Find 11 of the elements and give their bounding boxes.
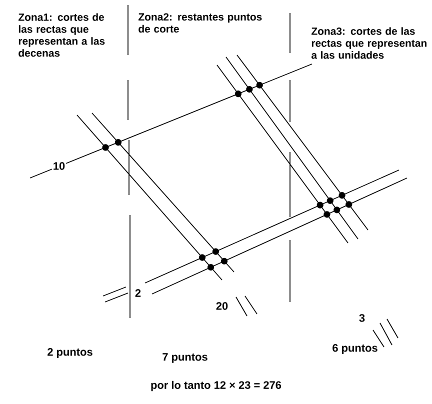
count-label: 7 puntos xyxy=(161,352,209,364)
number-label: 2 xyxy=(134,288,142,298)
result-text: por lo tanto 12 × 23 = 276 xyxy=(150,380,282,392)
zone-note: Zona2: restantes puntos de corte xyxy=(138,13,262,33)
number-label: 3 xyxy=(358,313,366,323)
count-label: 2 puntos xyxy=(46,347,94,359)
count-label: 6 puntos xyxy=(331,343,379,355)
zone-note: Zona3: cortes de las rectas que representan a las unidades xyxy=(312,27,426,59)
zone-note: Zona1: cortes de las rectas que representan a las decenas xyxy=(18,13,105,57)
number-label: 10 xyxy=(52,161,66,171)
number-label: 20 xyxy=(214,301,230,311)
